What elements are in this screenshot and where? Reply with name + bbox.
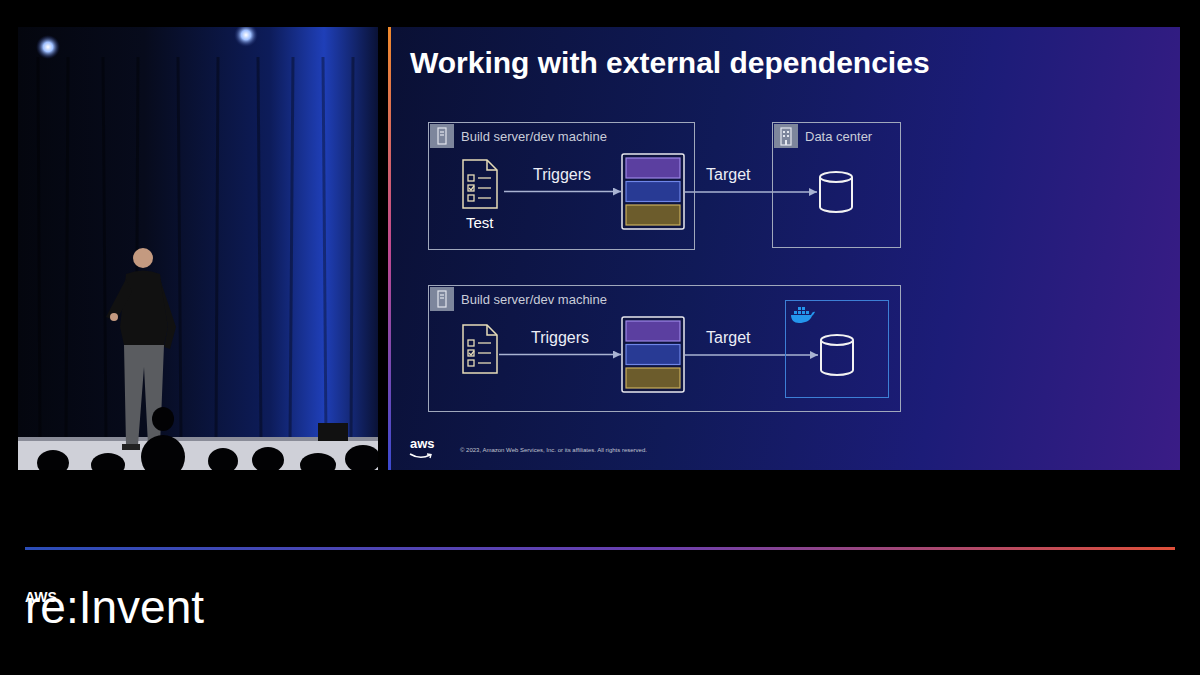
database-cylinder — [817, 170, 855, 214]
gradient-rule — [25, 547, 1175, 550]
building-icon — [774, 124, 798, 148]
stack-icon — [621, 316, 685, 393]
test-document: Test — [456, 158, 504, 234]
host-label: Build server/dev machine — [461, 129, 607, 145]
aws-logo: aws — [410, 437, 435, 451]
node-label: Test — [466, 214, 494, 232]
host-label: Data center — [805, 129, 872, 145]
connector-arrow — [504, 191, 621, 193]
aws-smile — [408, 452, 436, 462]
docker-whale-icon — [790, 304, 816, 324]
edge-label: Triggers — [533, 165, 591, 185]
event-name: re:Invent — [25, 583, 204, 631]
cylinder-icon — [818, 333, 856, 377]
slide-panel — [390, 27, 1180, 470]
host-box: Build server/dev machine — [428, 285, 901, 412]
slide-title: Working with external dependencies — [410, 45, 930, 81]
copyright-note: © 2023, Amazon Web Services, Inc. or its… — [460, 446, 647, 454]
host-box: Data center — [772, 122, 901, 248]
docker-container — [785, 300, 889, 398]
connector-arrow — [499, 354, 621, 356]
app-stack — [621, 153, 685, 230]
cylinder-icon — [817, 170, 855, 214]
edge-label: Target — [706, 328, 750, 348]
server-icon — [430, 124, 454, 148]
speaker-video — [18, 27, 378, 470]
edge-label: Target — [706, 165, 750, 185]
app-stack — [621, 316, 685, 393]
document-icon — [461, 158, 499, 210]
slide-accent-bar — [388, 27, 391, 470]
test-document — [461, 323, 499, 377]
edge-label: Triggers — [531, 328, 589, 348]
connector-arrow — [685, 191, 817, 193]
server-icon — [430, 287, 454, 311]
database-cylinder — [818, 333, 856, 377]
document-icon — [461, 323, 499, 375]
stack-icon — [621, 153, 685, 230]
host-box: Build server/dev machineTest — [428, 122, 695, 250]
connector-arrow — [685, 354, 818, 356]
host-label: Build server/dev machine — [461, 292, 607, 308]
